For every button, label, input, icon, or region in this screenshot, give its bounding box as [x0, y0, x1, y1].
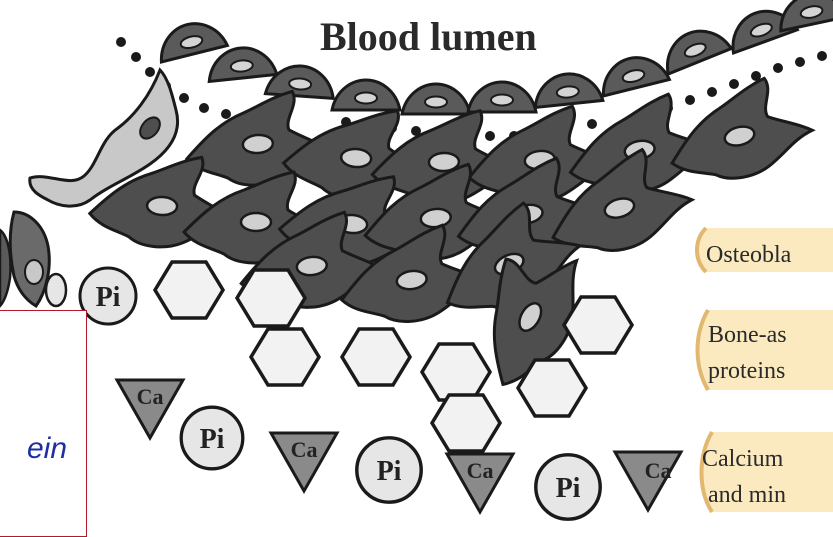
endothelial-cell — [468, 82, 536, 112]
endothelial-cell — [402, 84, 470, 114]
calcium-label: Ca — [645, 458, 672, 483]
phosphate-ion: Pi — [536, 455, 600, 519]
protein-hexagon — [518, 360, 586, 416]
endothelial-cell — [596, 50, 669, 96]
phosphate-label: Pi — [200, 424, 225, 455]
endothelial-cell — [206, 45, 277, 82]
osteoblasts-label: Osteobla — [706, 242, 792, 268]
calcium-ion: Ca — [615, 452, 681, 510]
endothelial-cell — [154, 16, 227, 62]
calcium-label: Ca — [291, 437, 318, 462]
phosphate-label: Pi — [377, 456, 402, 487]
protein-hexagon — [432, 395, 500, 451]
bone-proteins-label-line1: Bone-as — [708, 322, 787, 348]
endothelial-cell — [332, 80, 400, 110]
phosphate-ion: Pi — [80, 268, 136, 324]
calcium-ion: Ca — [271, 433, 337, 491]
blood-lumen-title: Blood lumen — [320, 14, 537, 59]
protein-hexagon — [155, 262, 223, 318]
protein-hexagon — [342, 329, 410, 385]
left-edge-cells — [0, 212, 66, 306]
protein-hexagon — [422, 344, 490, 400]
phosphate-ion: Pi — [357, 438, 421, 502]
overlay-text-box: ein — [0, 310, 87, 537]
endothelial-cell — [532, 71, 603, 108]
osteoblast-cell — [658, 70, 820, 193]
bone-proteins-callout: Bone-as proteins — [698, 310, 833, 390]
calcium-label: Ca — [137, 384, 164, 409]
calcium-label-line2: and min — [708, 482, 786, 508]
calcium-label-line1: Calcium — [702, 446, 784, 472]
endothelial-cell — [775, 0, 833, 31]
calcium-ion: Ca — [117, 380, 183, 438]
bone-proteins-label-line2: proteins — [708, 358, 785, 384]
calcium-ion: Ca — [447, 454, 513, 512]
protein-hexagon — [237, 270, 305, 326]
protein-hexagon — [564, 297, 632, 353]
overlay-text: ein — [27, 432, 67, 466]
calcium-callout: Calcium and min — [702, 432, 833, 512]
phosphate-label: Pi — [556, 473, 581, 504]
osteoblasts-callout: Osteobla — [697, 228, 833, 272]
protein-hexagon — [251, 329, 319, 385]
phosphate-label: Pi — [96, 282, 121, 313]
calcium-label: Ca — [467, 458, 494, 483]
phosphate-ion: Pi — [181, 407, 243, 469]
endothelial-cell — [657, 21, 731, 74]
